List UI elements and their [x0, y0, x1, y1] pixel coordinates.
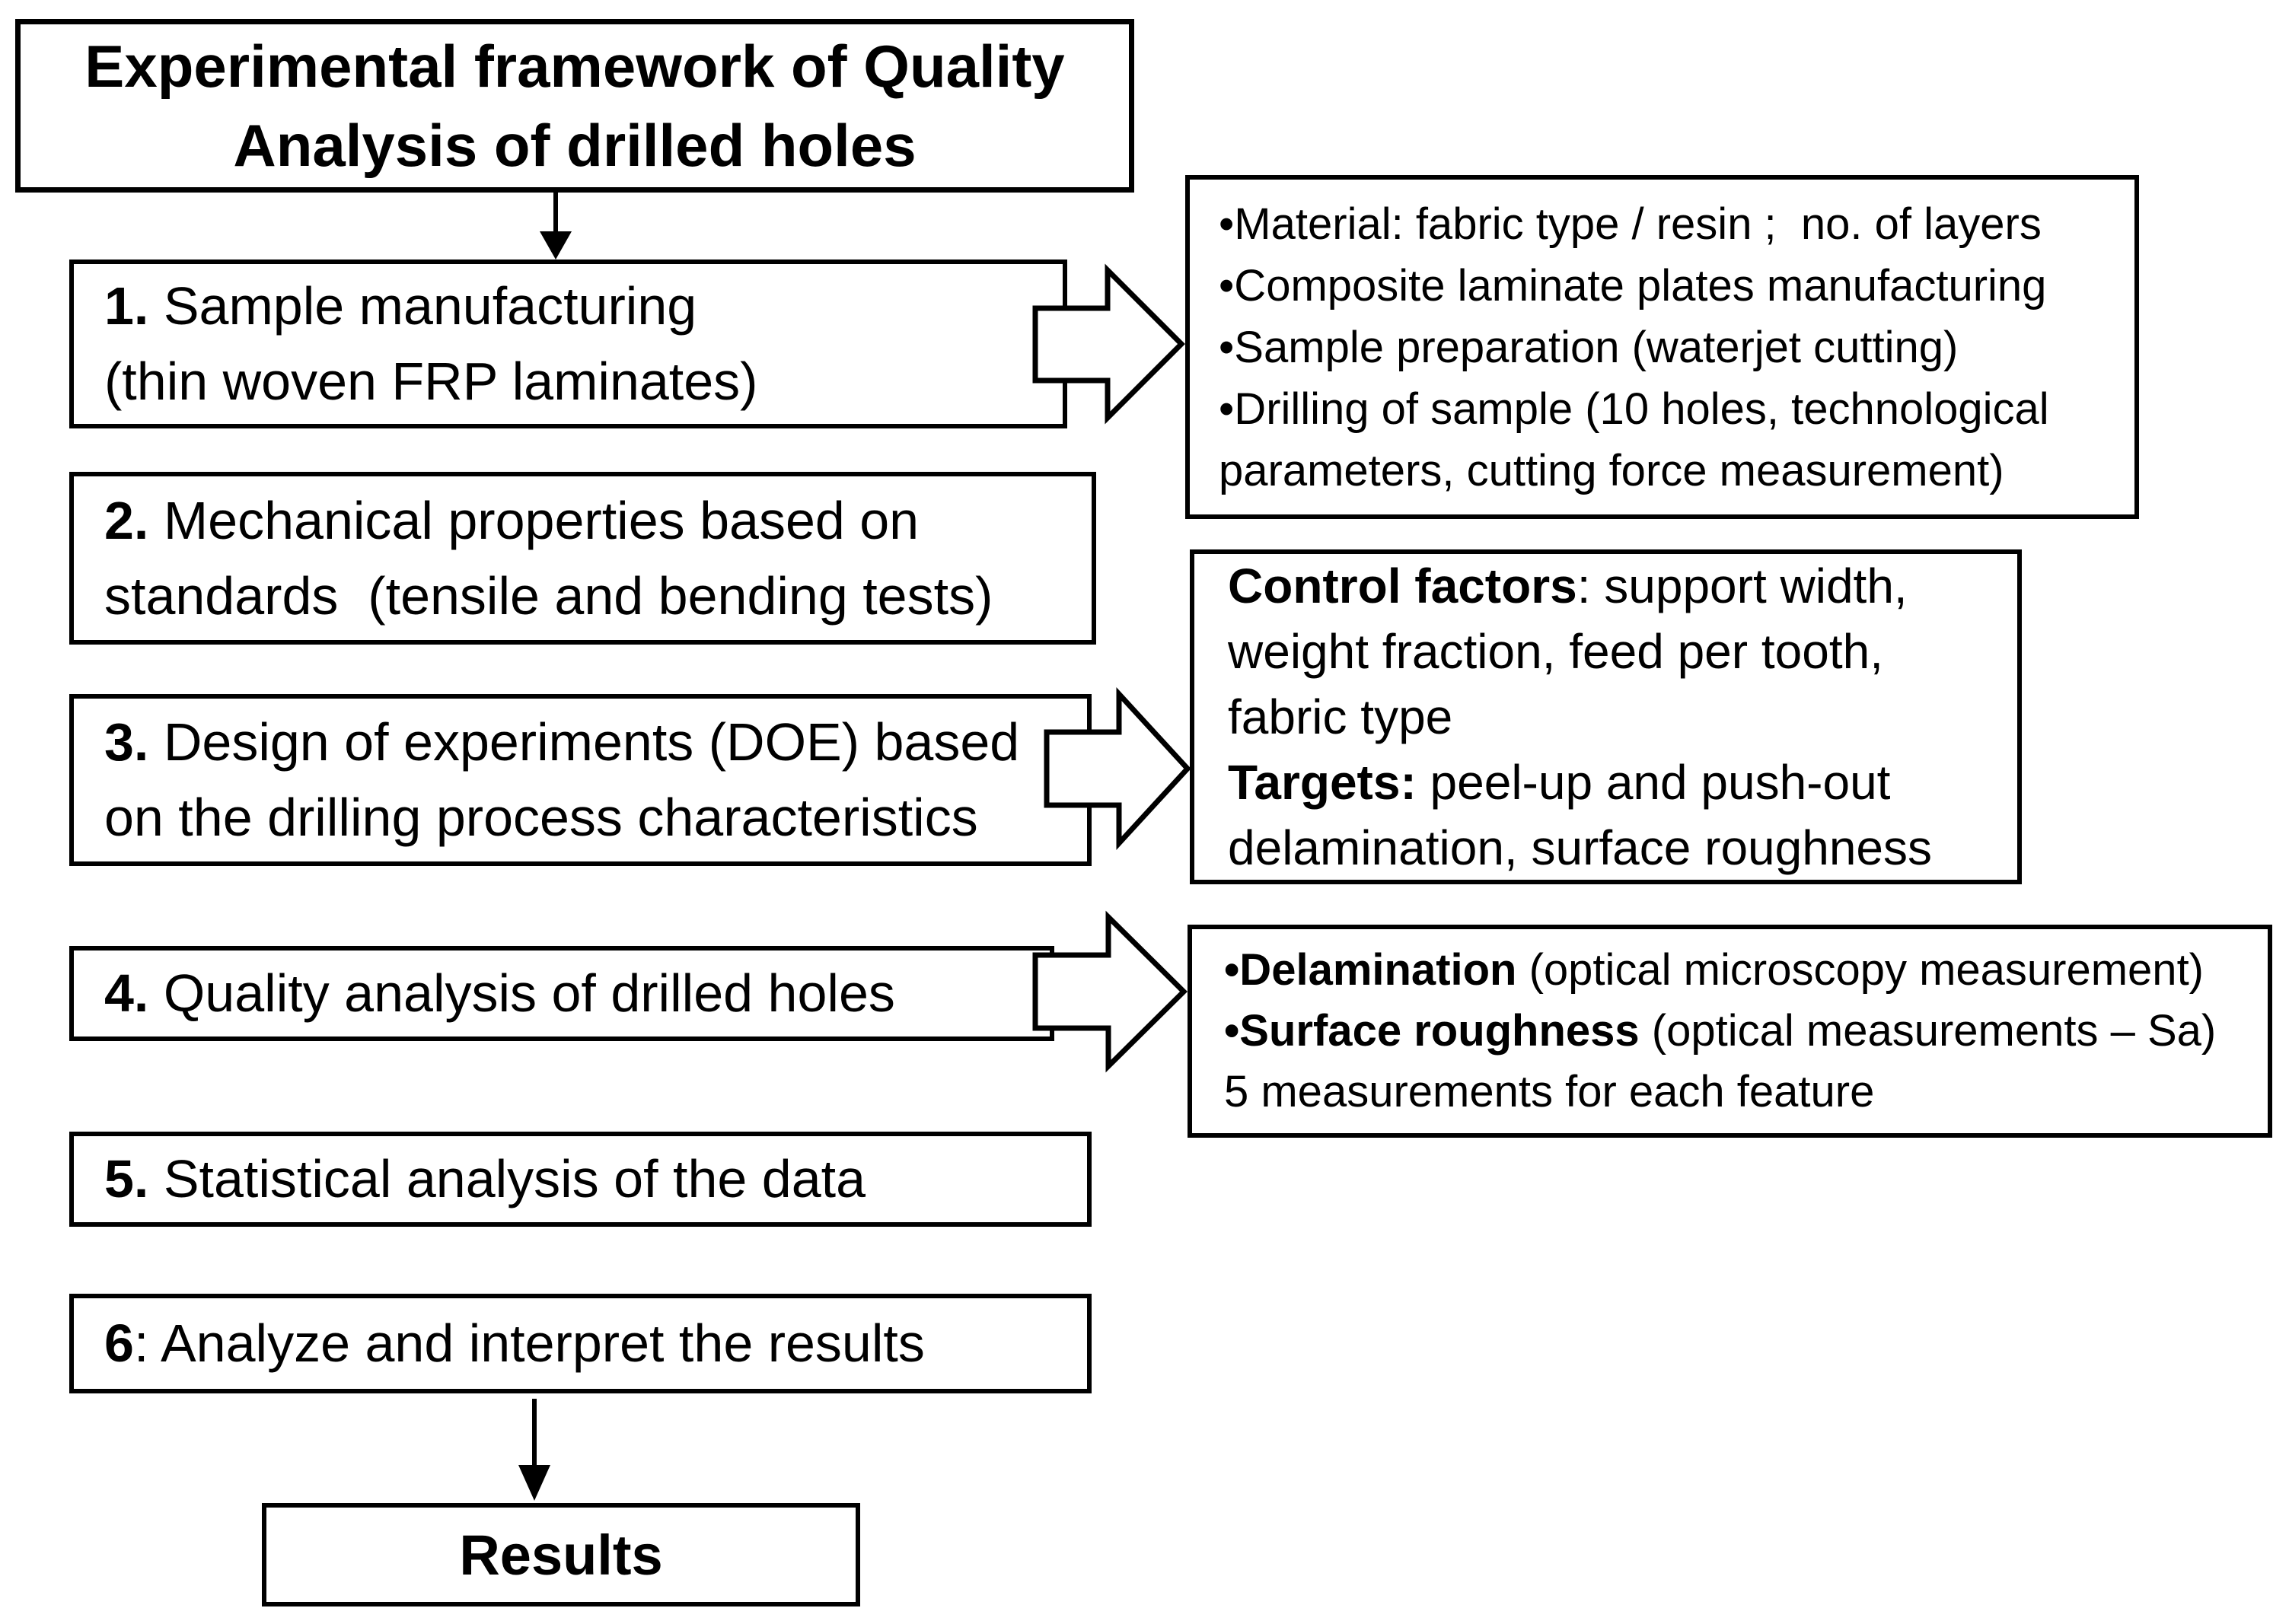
step-number: 5. — [104, 1149, 149, 1208]
callout-line: •Composite laminate plates manufacturing — [1219, 260, 2047, 310]
down-arrow-title-to-step1 — [540, 190, 572, 260]
step-3-design-of-experiments-box: 3. Design of experiments (DOE) based on … — [69, 694, 1092, 866]
step-text: Statistical analysis of the data — [148, 1149, 866, 1208]
title-line-2: Analysis of drilled holes — [233, 112, 917, 179]
callout-line: weight fraction, feed per tooth, — [1228, 624, 1883, 679]
callout-line: •Surface roughness (optical measurements… — [1224, 1006, 2217, 1056]
callout-line: •Material: fabric type / resin ; no. of … — [1219, 199, 2042, 249]
callout-line: parameters, cutting force measurement) — [1219, 445, 2004, 495]
step-6-analyze-results-box: 6: Analyze and interpret the results — [69, 1294, 1092, 1393]
step-text: Mechanical properties based on — [148, 490, 920, 550]
step-line: standards (tensile and bending tests) — [104, 565, 993, 626]
step-text: : Analyze and interpret the results — [133, 1314, 925, 1373]
step-1-sample-manufacturing-box: 1. Sample manufacturing (thin woven FRP … — [69, 260, 1067, 428]
callout-line: fabric type — [1228, 689, 1453, 744]
title-line-1: Experimental framework of Quality — [84, 33, 1065, 100]
title-box: Experimental framework of Quality Analys… — [15, 19, 1134, 193]
results-box: Results — [262, 1503, 860, 1606]
callout-line: 5 measurements for each feature — [1224, 1067, 1875, 1116]
callout-quality-details-box: •Delamination (optical microscopy measur… — [1188, 925, 2272, 1138]
step-line: 2. Mechanical properties based on — [104, 483, 1092, 559]
callout-doe-details-box: Control factors: support width, weight f… — [1190, 549, 2022, 884]
block-arrow-step4-to-callout3 — [1032, 910, 1188, 1073]
callout-line: •Delamination (optical microscopy measur… — [1224, 945, 2204, 995]
step-number: 2. — [104, 490, 149, 550]
callout-line: Control factors: support width, — [1228, 559, 1908, 613]
step-line: 4. Quality analysis of drilled holes — [104, 956, 1050, 1031]
step-text: Design of experiments (DOE) based — [148, 712, 1020, 772]
callout-line: delamination, surface roughness — [1228, 820, 1932, 875]
callout-line: •Sample preparation (waterjet cutting) — [1219, 322, 1959, 372]
step-line: 6: Analyze and interpret the results — [104, 1306, 1087, 1381]
results-label: Results — [459, 1523, 663, 1587]
callout-line: •Drilling of sample (10 holes, technolog… — [1219, 384, 2049, 434]
step-text: Sample manufacturing — [148, 276, 697, 336]
step-line: (thin woven FRP laminates) — [104, 352, 758, 411]
step-2-mechanical-properties-box: 2. Mechanical properties based on standa… — [69, 472, 1096, 645]
step-number: 4. — [104, 963, 149, 1023]
down-arrow-step6-to-results — [518, 1399, 550, 1501]
step-line: 3. Design of experiments (DOE) based — [104, 705, 1087, 780]
step-5-statistical-analysis-box: 5. Statistical analysis of the data — [69, 1132, 1092, 1227]
step-line: 1. Sample manufacturing — [104, 269, 1063, 344]
step-number: 1. — [104, 276, 149, 336]
step-number: 6 — [104, 1314, 134, 1373]
step-line: 5. Statistical analysis of the data — [104, 1142, 1087, 1217]
step-text: Quality analysis of drilled holes — [148, 963, 895, 1023]
callout-line: Targets: peel-up and push-out — [1228, 755, 1891, 810]
callout-sample-details-box: •Material: fabric type / resin ; no. of … — [1185, 175, 2139, 519]
step-number: 3. — [104, 712, 149, 772]
step-line: on the drilling process characteristics — [104, 788, 978, 847]
step-4-quality-analysis-box: 4. Quality analysis of drilled holes — [69, 946, 1054, 1041]
